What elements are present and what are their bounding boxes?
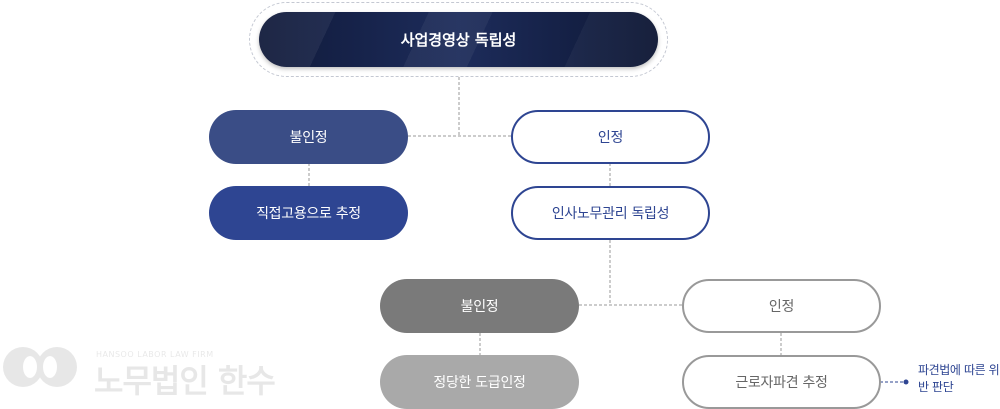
dispatch-law-note: 파견법에 따른 위반 판단 <box>918 363 1000 394</box>
top-node-frame <box>249 2 668 77</box>
node-level2-not-recognized: 불인정 <box>380 279 579 333</box>
node-legitimate-contract: 정당한 도급인정 <box>380 355 579 409</box>
node-business-independence: 사업경영상 독립성 <box>259 12 658 67</box>
node-hr-management-independence: 인사노무관리 독립성 <box>511 186 710 240</box>
node-worker-dispatch-presumed: 근로자파견 추정 <box>682 355 881 409</box>
watermark-english-name: HANSOO LABOR LAW FIRM <box>96 350 214 359</box>
law-firm-logo-icon <box>3 347 77 387</box>
watermark-firm-name: 노무법인 한수 <box>94 362 276 400</box>
watermark: HANSOO LABOR LAW FIRM 노무법인 한수 <box>0 342 330 400</box>
node-level1-recognized: 인정 <box>511 110 710 164</box>
node-level1-not-recognized: 불인정 <box>209 110 408 164</box>
node-level2-recognized: 인정 <box>682 279 881 333</box>
node-direct-employment-presumed: 직접고용으로 추정 <box>209 186 408 240</box>
